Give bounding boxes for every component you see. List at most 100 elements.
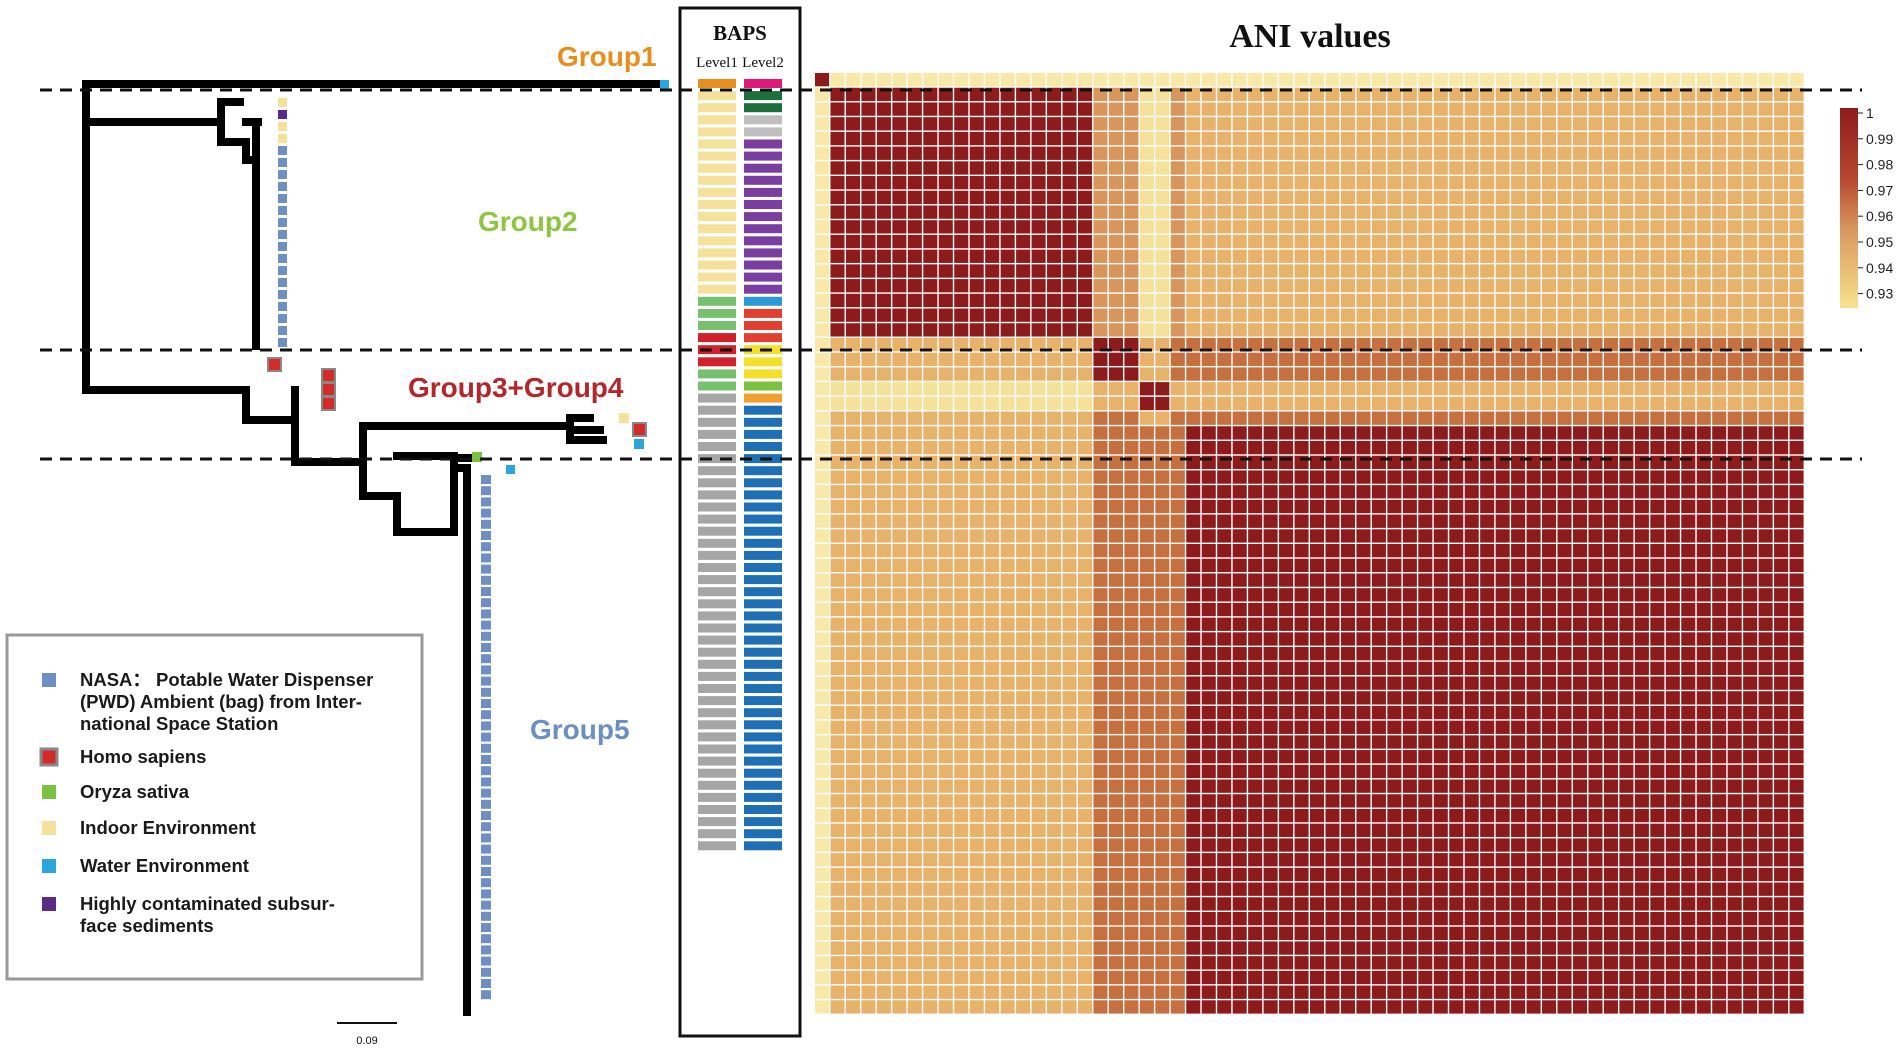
heatmap-cell	[1310, 117, 1325, 131]
heatmap-cell	[1077, 190, 1093, 205]
baps-level2-cell	[744, 321, 782, 330]
heatmap-cell	[1371, 558, 1386, 573]
heatmap-cell	[954, 161, 969, 175]
heatmap-cell	[954, 293, 969, 308]
heatmap-cell	[1542, 867, 1557, 882]
heatmap-cell	[969, 234, 984, 249]
heatmap-cell	[1712, 676, 1727, 690]
heatmap-cell	[1232, 102, 1247, 116]
baps-level1-cell	[698, 466, 736, 476]
heatmap-cell	[1542, 956, 1557, 970]
heatmap-cell	[923, 396, 938, 411]
baps-level1-cell	[698, 139, 736, 149]
heatmap-cell	[1665, 867, 1680, 882]
heatmap-cell	[1279, 970, 1294, 985]
heatmap-cell	[985, 823, 1000, 837]
heatmap-cell	[861, 661, 876, 676]
heatmap-cell	[907, 1000, 922, 1014]
heatmap-cell	[1371, 485, 1386, 499]
heatmap-cell	[1402, 676, 1417, 690]
heatmap-cell	[1603, 161, 1618, 175]
heatmap-cell	[938, 102, 953, 116]
heatmap-cell	[830, 161, 845, 175]
heatmap-cell	[1279, 823, 1294, 837]
heatmap-cell	[1325, 529, 1340, 543]
heatmap-cell	[1619, 794, 1634, 808]
heatmap-cell	[1557, 632, 1572, 646]
heatmap-cell	[1201, 411, 1216, 425]
heatmap-cell	[1557, 308, 1572, 322]
heatmap-cell	[1696, 352, 1711, 366]
heatmap-cell	[1789, 249, 1804, 263]
heatmap-cell	[1371, 735, 1386, 749]
heatmap-cell	[876, 588, 891, 602]
heatmap-cell	[1588, 146, 1603, 160]
heatmap-cell	[1619, 897, 1634, 911]
heatmap-cell	[1279, 176, 1294, 190]
heatmap-cell	[1279, 190, 1294, 205]
heatmap-cell	[1526, 161, 1541, 175]
heatmap-cell	[1108, 617, 1123, 631]
heatmap-cell	[1340, 426, 1356, 440]
heatmap-cell	[1665, 956, 1680, 970]
heatmap-cell	[876, 808, 891, 823]
heatmap-cell	[1294, 367, 1309, 381]
heatmap-cell	[1232, 573, 1247, 587]
heatmap-cell	[815, 279, 830, 293]
heatmap-cell	[1263, 676, 1278, 690]
heatmap-cell	[1356, 705, 1371, 720]
heatmap-cell	[1557, 470, 1572, 484]
heatmap-cell	[1139, 264, 1154, 278]
heatmap-cell	[1201, 911, 1216, 926]
heatmap-cell	[1232, 794, 1247, 808]
heatmap-cell	[1108, 293, 1123, 308]
heatmap-cell	[1000, 853, 1015, 867]
heatmap-cell	[907, 926, 922, 941]
heatmap-cell	[985, 514, 1000, 528]
tip-marker-nasa	[481, 766, 491, 776]
heatmap-cell	[1603, 146, 1618, 160]
heatmap-cell	[1743, 823, 1758, 837]
heatmap-cell	[1294, 970, 1309, 985]
heatmap-cell	[1619, 440, 1634, 455]
heatmap-cell	[1201, 499, 1216, 514]
heatmap-cell	[1433, 602, 1448, 617]
heatmap-cell	[1572, 853, 1588, 867]
heatmap-cell	[1619, 176, 1634, 190]
heatmap-cell	[954, 323, 969, 337]
heatmap-cell	[985, 882, 1000, 896]
heatmap-cell	[1016, 485, 1031, 499]
heatmap-cell	[1449, 396, 1464, 411]
tip-marker-nasa	[481, 519, 491, 529]
heatmap-cell	[1665, 926, 1680, 941]
heatmap-cell	[1665, 176, 1680, 190]
heatmap-cell	[1232, 485, 1247, 499]
heatmap-cell	[938, 73, 953, 87]
heatmap-cell	[938, 514, 953, 528]
heatmap-cell	[1155, 897, 1170, 911]
heatmap-cell	[1279, 588, 1294, 602]
heatmap-cell	[1572, 485, 1588, 499]
heatmap-cell	[892, 382, 907, 396]
heatmap-cell	[1186, 234, 1201, 249]
heatmap-cell	[1433, 308, 1448, 322]
heatmap-cell	[1093, 470, 1108, 484]
heatmap-cell	[1402, 190, 1417, 205]
baps-level2-cell	[744, 127, 782, 137]
heatmap-cell	[1650, 720, 1665, 734]
heatmap-cell	[1047, 470, 1062, 484]
heatmap-cell	[1263, 131, 1278, 146]
heatmap-cell	[1062, 735, 1077, 749]
heatmap-cell	[1789, 808, 1804, 823]
heatmap-cell	[1155, 705, 1170, 720]
heatmap-cell	[815, 220, 830, 234]
heatmap-cell	[1402, 117, 1417, 131]
heatmap-cell	[1139, 661, 1154, 676]
heatmap-cell	[1402, 293, 1417, 308]
heatmap-cell	[1526, 470, 1541, 484]
heatmap-cell	[969, 323, 984, 337]
heatmap-cell	[1356, 146, 1371, 160]
heatmap-cell	[1124, 279, 1139, 293]
heatmap-cell	[892, 264, 907, 278]
heatmap-cell	[985, 911, 1000, 926]
